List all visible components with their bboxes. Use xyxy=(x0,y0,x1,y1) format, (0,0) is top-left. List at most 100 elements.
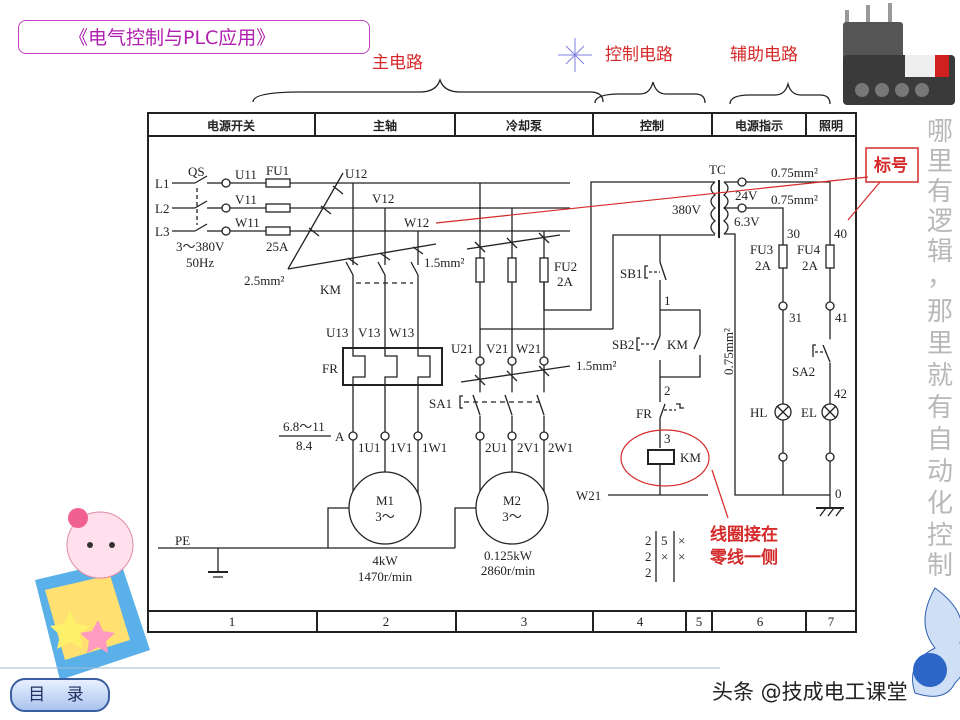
label-m2-power: 0.125kW xyxy=(484,548,533,563)
label-km-aux: KM xyxy=(667,337,688,352)
label-w21: W21 xyxy=(516,341,541,356)
footer-col-7: 7 xyxy=(828,614,835,629)
svg-text:有: 有 xyxy=(927,177,953,207)
label-l1: L1 xyxy=(155,176,169,191)
sparkle-icon xyxy=(558,38,592,72)
section-control-label: 控制电路 xyxy=(605,45,673,65)
label-u21: U21 xyxy=(451,341,473,356)
section-aux-label: 辅助电路 xyxy=(730,45,798,65)
label-wire-0-75b: 0.75mm² xyxy=(771,192,818,207)
label-km-coil: KM xyxy=(680,450,701,465)
thermal-relay-image xyxy=(843,3,955,105)
label-node-2: 2 xyxy=(664,383,671,398)
slide-title: 《电气控制与PLC应用》 xyxy=(18,20,370,54)
label-el: EL xyxy=(801,405,817,420)
contact-cell: × xyxy=(678,549,685,564)
label-v11: V11 xyxy=(235,192,257,207)
header-power-switch: 电源开关 xyxy=(207,118,255,133)
svg-text:化: 化 xyxy=(927,489,953,519)
mascot-image xyxy=(35,508,150,680)
label-1u1: 1U1 xyxy=(358,440,380,455)
main-circuit-wiring xyxy=(158,172,613,578)
label-wire-2-5: 2.5mm² xyxy=(244,273,284,288)
label-tc: TC xyxy=(709,162,726,177)
label-node-41: 41 xyxy=(835,310,848,325)
label-fr-setting-range: 6.8～11 xyxy=(283,419,325,434)
label-m1: M1 xyxy=(376,493,394,508)
label-1w1: 1W1 xyxy=(422,440,447,455)
contact-cell: 2 xyxy=(645,565,652,580)
label-v21: V21 xyxy=(486,341,508,356)
label-fu2-rating: 2A xyxy=(557,274,574,289)
contact-cell: × xyxy=(661,549,668,564)
label-node-3: 3 xyxy=(664,431,671,446)
label-u13: U13 xyxy=(326,325,348,340)
label-2v1: 2V1 xyxy=(517,440,539,455)
svg-text:有: 有 xyxy=(927,393,953,423)
contact-cell: × xyxy=(678,533,685,548)
label-amp: A xyxy=(335,429,345,444)
table-of-contents-button[interactable]: 目 录 xyxy=(10,678,110,712)
svg-text:自: 自 xyxy=(927,425,953,455)
coil-note-line1: 线圈接在 xyxy=(710,524,778,545)
label-supply-frequency: 50Hz xyxy=(186,255,214,270)
label-m2-speed: 2860r/min xyxy=(481,563,536,578)
label-qs: QS xyxy=(188,164,205,179)
label-v13: V13 xyxy=(358,325,380,340)
control-brace xyxy=(594,81,706,104)
label-fr-setting: 8.4 xyxy=(296,438,313,453)
label-wire-1-5b: 1.5mm² xyxy=(576,358,616,373)
label-node-30: 30 xyxy=(787,226,800,241)
label-km-main: KM xyxy=(320,282,341,297)
label-380v: 380V xyxy=(672,202,702,217)
label-w12: W12 xyxy=(404,215,429,230)
label-node-1: 1 xyxy=(664,293,671,308)
footer-col-2: 2 xyxy=(383,614,390,629)
aux-brace xyxy=(729,81,831,105)
label-6-3v: 6.3V xyxy=(734,214,760,229)
svg-text:制: 制 xyxy=(927,551,953,581)
coil-note-line2: 零线一侧 xyxy=(709,547,778,568)
label-m2: M2 xyxy=(503,493,521,508)
label-node-0: 0 xyxy=(835,486,842,501)
label-wire-1-5a: 1.5mm² xyxy=(424,255,464,270)
footer-col-5: 5 xyxy=(696,614,703,629)
header-control: 控制 xyxy=(640,118,664,133)
label-fu3-rating: 2A xyxy=(755,258,772,273)
contact-cell: 2 xyxy=(645,549,652,564)
svg-text:，: ， xyxy=(927,262,953,292)
svg-text:里: 里 xyxy=(927,147,953,177)
section-main-label: 主电路 xyxy=(372,53,423,73)
contact-cell: 2 xyxy=(645,533,652,548)
svg-text:动: 动 xyxy=(927,457,953,487)
svg-text:就: 就 xyxy=(927,361,953,391)
label-w21-ctrl: W21 xyxy=(576,488,601,503)
label-w11: W11 xyxy=(235,215,260,230)
label-wire-0-75a: 0.75mm² xyxy=(771,165,818,180)
label-sa2: SA2 xyxy=(792,364,815,379)
blue-ornament-image xyxy=(912,587,960,697)
svg-text:辑: 辑 xyxy=(927,237,953,267)
header-spindle: 主轴 xyxy=(373,118,397,133)
footer-col-3: 3 xyxy=(521,614,528,629)
label-node-42: 42 xyxy=(834,386,847,401)
label-node-31: 31 xyxy=(789,310,802,325)
label-sa1: SA1 xyxy=(429,396,452,411)
svg-text:里: 里 xyxy=(927,329,953,359)
label-fu1-rating: 25A xyxy=(266,239,289,254)
label-v12: V12 xyxy=(372,191,394,206)
footer-col-1: 1 xyxy=(229,614,236,629)
label-2w1: 2W1 xyxy=(548,440,573,455)
label-fu4: FU4 xyxy=(797,242,821,257)
watermark: 头条 @技成电工课堂 xyxy=(712,680,908,704)
contact-cell: 5 xyxy=(661,533,668,548)
label-2u1: 2U1 xyxy=(485,440,507,455)
main-brace xyxy=(252,77,604,103)
header-lighting: 照明 xyxy=(819,118,843,133)
label-fu3: FU3 xyxy=(750,242,773,257)
label-l2: L2 xyxy=(155,201,169,216)
footer-col-6: 6 xyxy=(757,614,764,629)
label-supply-voltage: 3～380V xyxy=(176,239,225,254)
label-wire-0-75c: 0.75mm² xyxy=(721,328,736,375)
